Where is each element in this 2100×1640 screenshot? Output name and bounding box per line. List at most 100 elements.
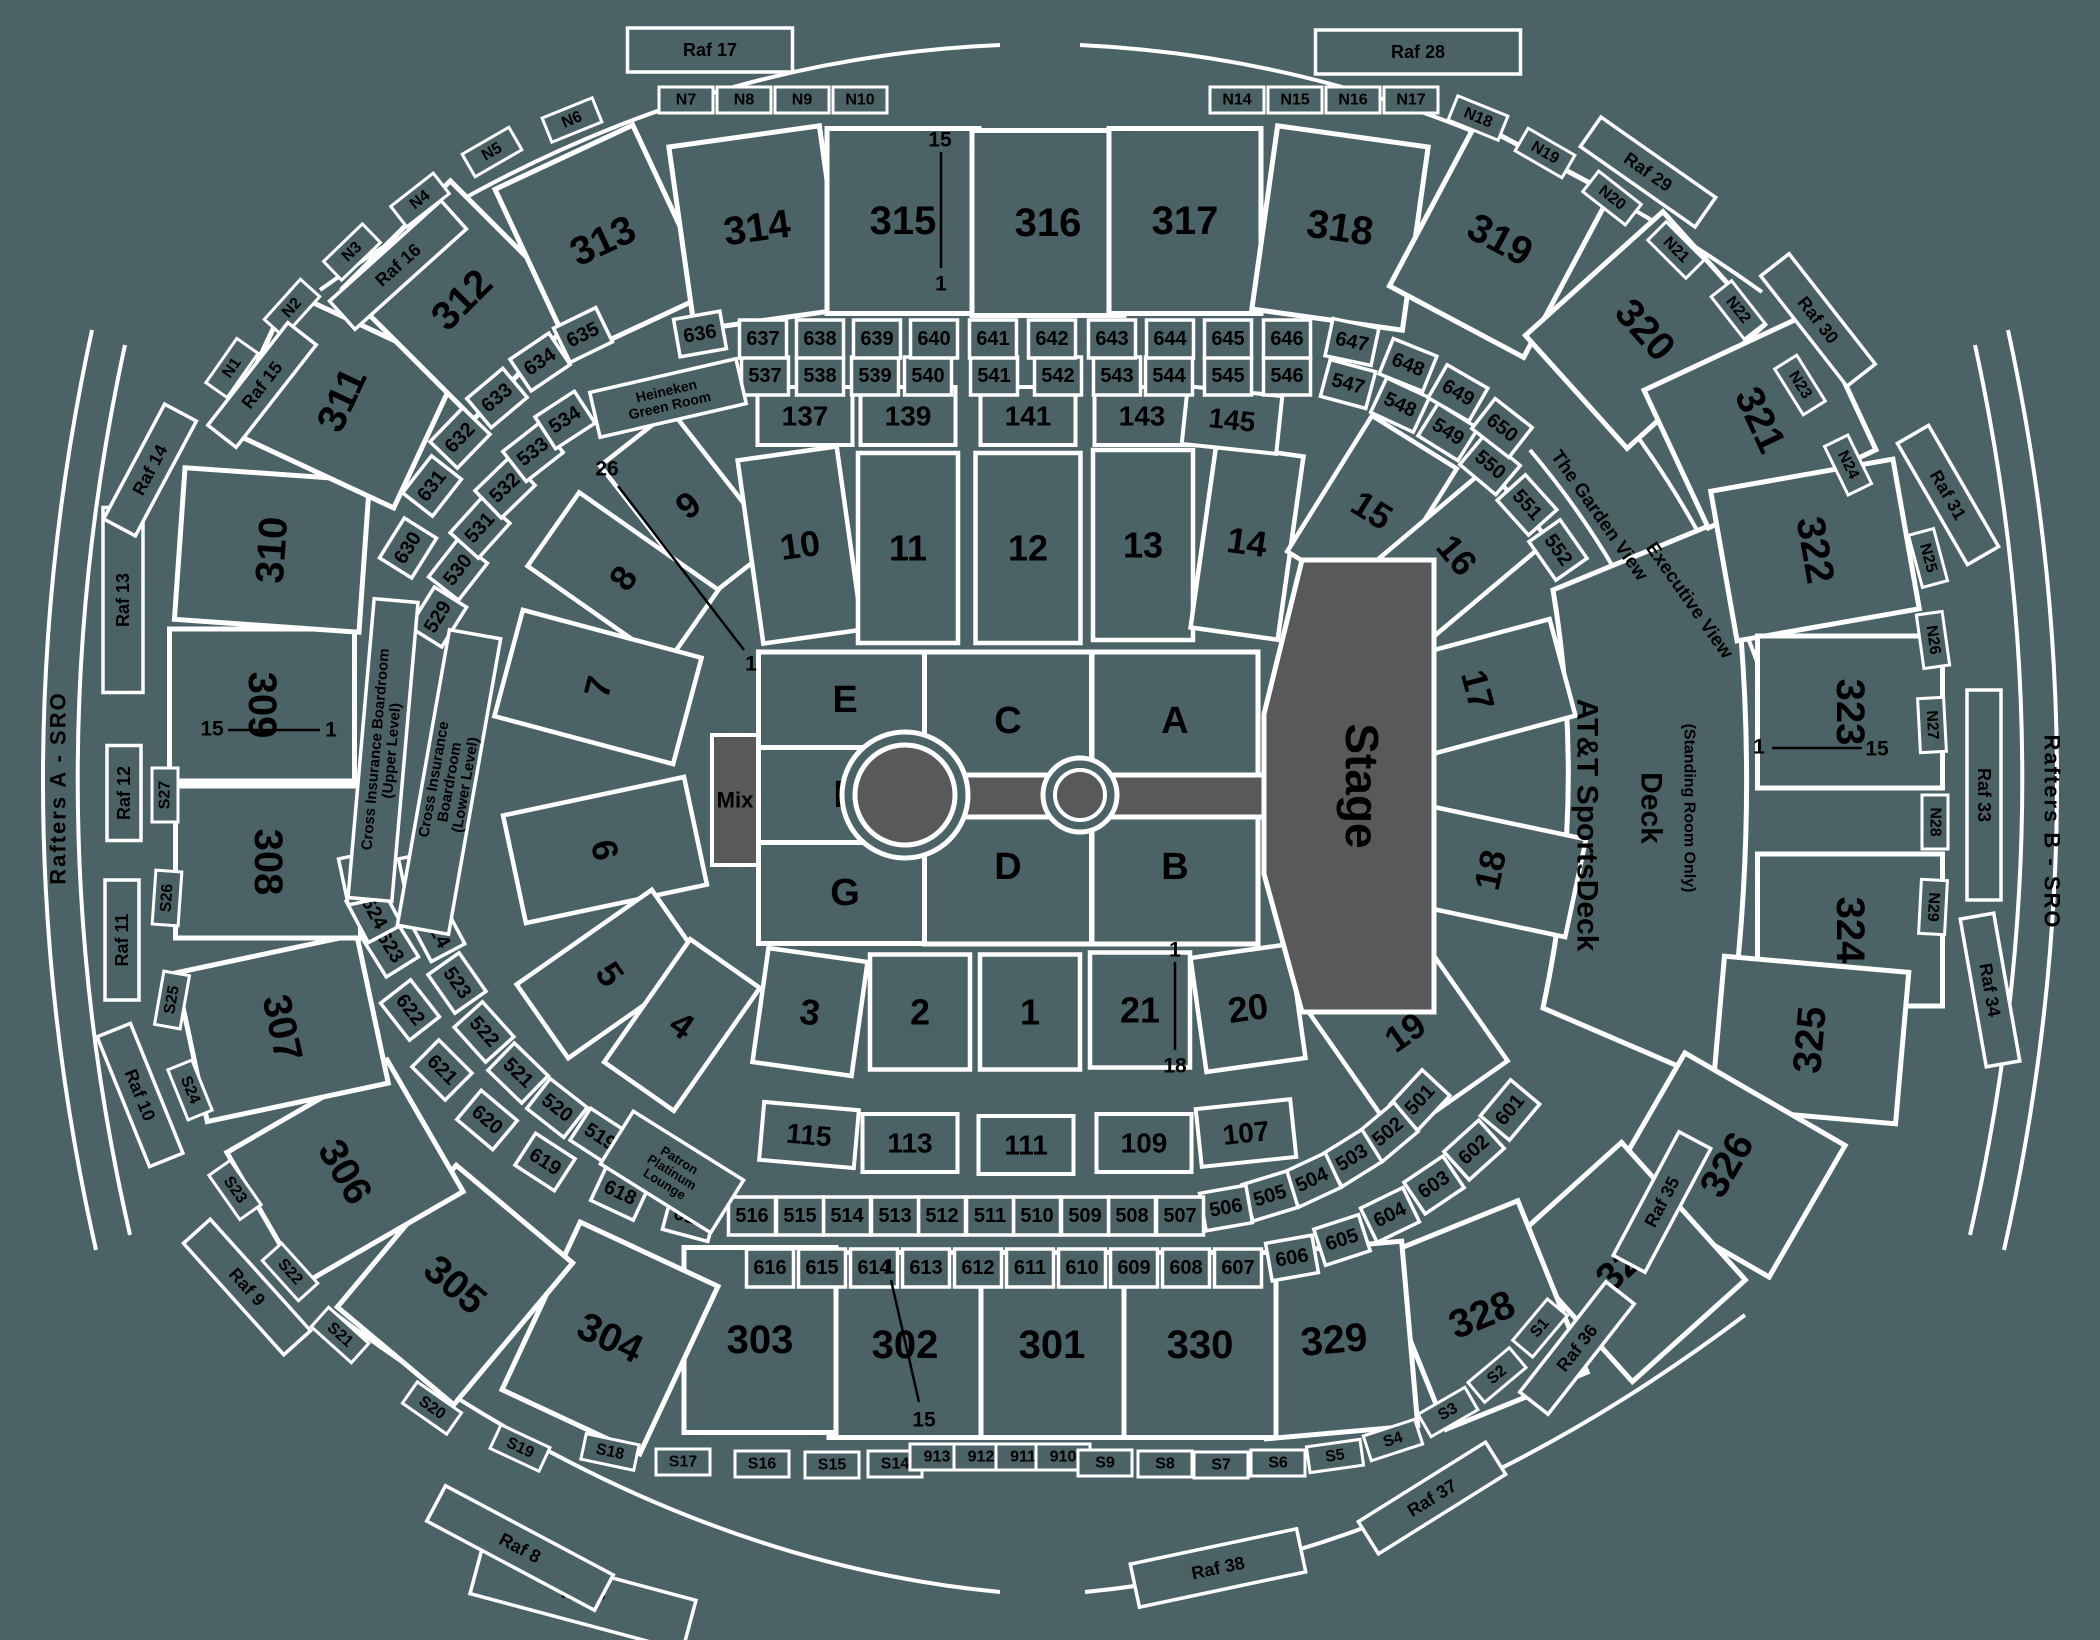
raf-28[interactable]: Raf 28 [1313,28,1523,76]
suite-636[interactable]: 636 [671,309,729,359]
section-21[interactable]: 21 [1087,950,1193,1070]
box-n17[interactable]: N17 [1382,85,1440,115]
box-s15[interactable]: S15 [803,1450,861,1480]
premium-deck[interactable]: Deck [1635,772,1668,844]
box-s14[interactable]: S14 [866,1449,924,1479]
section-11[interactable]: 11 [855,450,961,646]
section-318[interactable]: 318 [1249,122,1431,334]
suite-611[interactable]: 611 [1004,1247,1056,1289]
suite-619[interactable]: 619 [512,1130,578,1194]
box-n24[interactable]: N24 [1822,433,1874,497]
suite-608[interactable]: 608 [1160,1247,1212,1289]
suite-544[interactable]: 544 [1143,355,1195,397]
suite-511[interactable]: 511 [964,1195,1016,1237]
suite-552[interactable]: 552 [1526,517,1590,583]
suite-621[interactable]: 621 [409,1037,475,1103]
suite-606[interactable]: 606 [1263,1233,1321,1283]
raf-38[interactable]: Raf 38 [1128,1526,1308,1610]
suite-507[interactable]: 507 [1154,1195,1206,1237]
premium-heineken-green-room[interactable]: HeinekenGreen Room [587,356,749,440]
suite-521[interactable]: 521 [485,1040,551,1106]
section-314[interactable]: 314 [666,122,848,334]
box-s3[interactable]: S3 [1416,1385,1480,1439]
suite-541[interactable]: 541 [968,355,1020,397]
suite-534[interactable]: 534 [532,388,598,452]
suite-620[interactable]: 620 [454,1087,520,1153]
box-n23[interactable]: N23 [1772,353,1828,417]
suite-509[interactable]: 509 [1059,1195,1111,1237]
box-n7[interactable]: N7 [657,85,715,115]
section-5[interactable]: 5 [513,886,707,1062]
section-10[interactable]: 10 [735,443,865,647]
section-12[interactable]: 12 [973,450,1083,646]
suite-649[interactable]: 649 [1425,362,1491,424]
suite-548[interactable]: 548 [1368,375,1432,435]
suite-546[interactable]: 546 [1261,355,1313,397]
raf-11[interactable]: Raf 11 [103,878,141,1002]
suite-616[interactable]: 616 [744,1247,796,1289]
suite-641[interactable]: 641 [967,318,1019,360]
suite-644[interactable]: 644 [1144,318,1196,360]
suite-522[interactable]: 522 [451,999,517,1065]
section-317[interactable]: 317 [1106,126,1264,316]
suite-642[interactable]: 642 [1026,318,1078,360]
box-s19[interactable]: S19 [488,1422,552,1474]
suite-607[interactable]: 607 [1212,1247,1264,1289]
raf-10[interactable]: Raf 10 [94,1021,186,1169]
box-n29[interactable]: N29 [1917,877,1949,937]
box-s1[interactable]: S1 [1510,1296,1570,1360]
suite-515[interactable]: 515 [774,1195,826,1237]
premium-att-sportsdeck[interactable]: AT&T SportsDeck [1571,699,1604,952]
box-s26[interactable]: S26 [150,868,184,928]
raf-12[interactable]: Raf 12 [105,743,143,843]
suite-543[interactable]: 543 [1091,355,1143,397]
section-4[interactable]: 4 [601,936,763,1114]
section-322[interactable]: 322 [1707,456,1923,644]
suite-547[interactable]: 547 [1318,357,1378,411]
box-n19[interactable]: N19 [1513,126,1577,180]
box-n18[interactable]: N18 [1446,93,1510,143]
section-8[interactable]: 8 [524,489,722,667]
suite-537[interactable]: 537 [739,355,791,397]
suite-647[interactable]: 647 [1322,316,1382,368]
suite-643[interactable]: 643 [1086,318,1138,360]
box-n8[interactable]: N8 [715,85,773,115]
section-107[interactable]: 107 [1193,1096,1299,1170]
section-111[interactable]: 111 [976,1114,1076,1176]
raf-36[interactable]: Raf 36 [1517,1279,1637,1417]
suite-615[interactable]: 615 [796,1247,848,1289]
box-s22[interactable]: S22 [260,1241,320,1303]
suite-634[interactable]: 634 [507,330,573,394]
section-320[interactable]: 320 [1521,208,1769,452]
premium-deck-standing-room-only[interactable]: (Standing Room Only) [1680,724,1697,893]
floor-section-a[interactable]: A [1089,649,1261,793]
box-s5[interactable]: S5 [1304,1437,1366,1475]
suite-648[interactable]: 648 [1376,336,1440,394]
suite-630[interactable]: 630 [377,515,439,581]
section-109[interactable]: 109 [1094,1112,1194,1174]
suite-523[interactable]: 523 [425,950,489,1016]
suite-612[interactable]: 612 [952,1247,1004,1289]
box-n16[interactable]: N16 [1324,85,1382,115]
section-316[interactable]: 316 [969,128,1127,318]
box-n15[interactable]: N15 [1266,85,1324,115]
section-6[interactable]: 6 [500,774,710,926]
section-2[interactable]: 2 [867,952,973,1072]
suite-645[interactable]: 645 [1202,318,1254,360]
suite-516[interactable]: 516 [726,1195,778,1237]
box-s7[interactable]: S7 [1192,1450,1250,1480]
section-325[interactable]: 325 [1708,953,1912,1127]
suite-545[interactable]: 545 [1202,355,1254,397]
box-n26[interactable]: N26 [1914,609,1952,671]
box-n9[interactable]: N9 [773,85,831,115]
box-n25[interactable]: N25 [1906,526,1950,590]
box-n1[interactable]: N1 [203,336,261,400]
section-309[interactable]: 309 [167,626,357,784]
raf-33[interactable]: Raf 33 [1965,688,2003,902]
box-n5[interactable]: N5 [460,125,524,179]
box-s4[interactable]: S4 [1361,1417,1425,1463]
section-305[interactable]: 305 [333,1161,577,1409]
box-n14[interactable]: N14 [1208,85,1266,115]
section-315[interactable]: 315 [824,126,982,316]
suite-650[interactable]: 650 [1469,396,1535,460]
